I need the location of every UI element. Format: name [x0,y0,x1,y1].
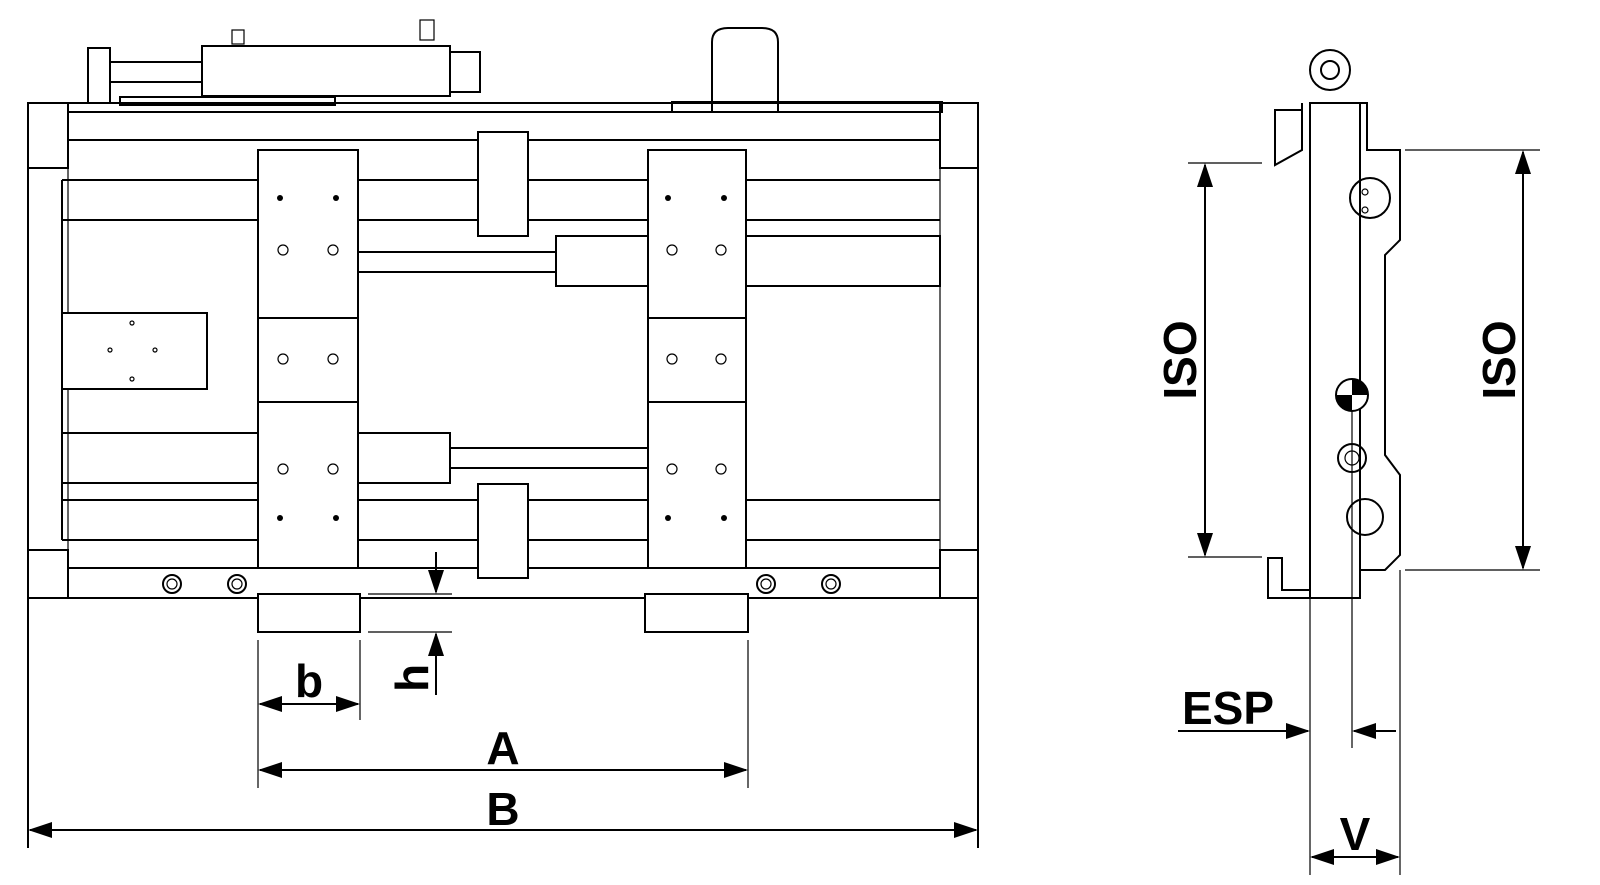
left-fork-carrier [257,149,359,569]
label-a: A [486,722,519,774]
center-of-gravity-icon [1335,378,1369,412]
label-iso-right: ISO [1473,320,1525,399]
right-fork-carrier [647,149,747,569]
right-fork-section [644,593,749,633]
label-b-total: B [486,783,519,835]
label-v: V [1340,808,1371,860]
label-b: b [295,655,323,707]
label-h: h [386,664,438,692]
front-view: b h A B [27,19,979,848]
label-iso-left: ISO [1154,320,1206,399]
label-esp: ESP [1182,682,1274,734]
side-view: ISO ISO ESP V [1154,49,1540,875]
left-fork-section [257,593,361,633]
bolts [162,574,841,594]
